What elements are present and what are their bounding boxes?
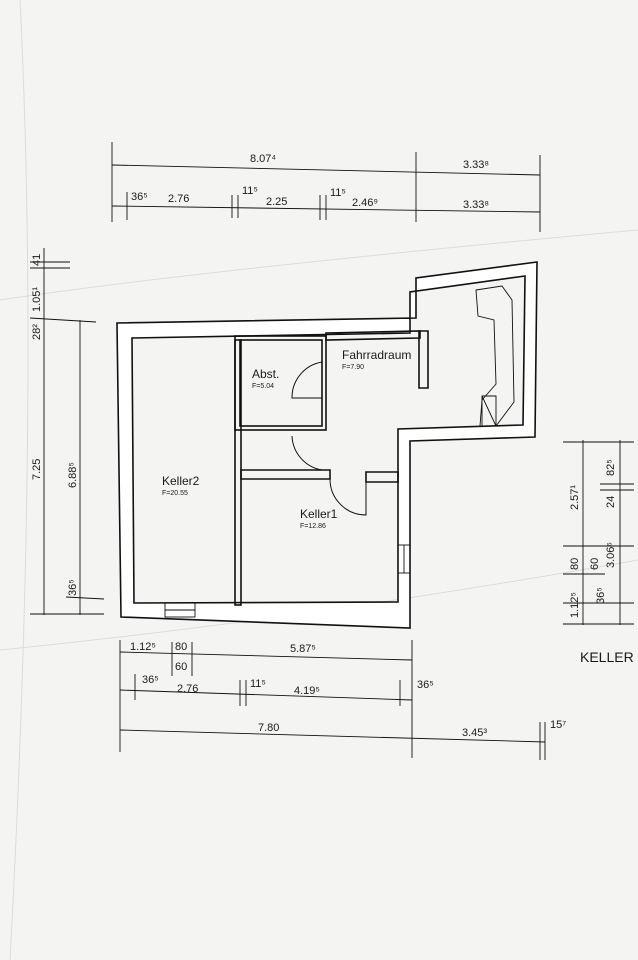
dim-bottom-3-3: 15⁷	[550, 719, 566, 731]
dim-right-3: 82⁵	[605, 459, 617, 476]
building-walls	[116, 261, 538, 629]
dim-bottom-1-1: 1.12⁵	[130, 641, 156, 653]
door-keller1	[329, 478, 367, 516]
dim-bottom-1-4: 5.87⁵	[290, 643, 316, 655]
dims-top	[111, 142, 541, 232]
room-label-abst: Abst.	[252, 367, 279, 381]
doors	[291, 361, 367, 516]
dim-right-6: 60	[589, 558, 601, 570]
dim-top-2-7: 3.33⁸	[463, 199, 489, 211]
dim-left-5: 6.88⁵	[67, 462, 79, 488]
dim-top-2-6: 2.46⁹	[352, 197, 378, 209]
outer-wall	[116, 261, 538, 629]
dim-bottom-2-3: 11⁵	[250, 678, 266, 690]
door-abst	[291, 361, 323, 399]
room-area-keller2: F=20.55	[162, 490, 188, 497]
room-area-abst: F=5.04	[252, 383, 274, 390]
stair-fixture	[475, 285, 515, 427]
stair-fixture-detail	[481, 395, 497, 427]
dims-right-labels: 2.57¹ 1.12⁵ 82⁵ 24 80 60 3.06⁶ 36⁵	[569, 459, 617, 618]
dim-right-7: 3.06⁶	[605, 542, 617, 568]
dim-top-2-5: 11⁵	[330, 187, 346, 199]
room-area-fahrradraum: F=7.90	[342, 364, 364, 371]
dims-bottom	[119, 640, 546, 760]
room-label-keller1: Keller1	[300, 507, 338, 521]
room-area-keller1: F=12.86	[300, 523, 326, 530]
dim-top-2-3: 11⁵	[242, 185, 258, 197]
dim-left-1: 28²	[31, 324, 43, 340]
door-keller2	[291, 435, 323, 471]
dims-bottom-labels: 1.12⁵ 80 60 5.87⁵ 36⁵ 2.76 11⁵ 4.19⁵ 36⁵…	[130, 641, 566, 739]
room-label-fahrradraum: Fahrradraum	[342, 348, 411, 362]
dim-left-6: 36⁵	[67, 579, 79, 596]
wall-fahrradraum-top	[325, 330, 421, 341]
dims-top-labels: 8.07⁴ 3.33⁸ 36⁵ 2.76 11⁵ 2.25 11⁵ 2.46⁹ …	[131, 153, 489, 211]
dim-bottom-1-2: 80	[175, 641, 187, 653]
dims-left	[29, 248, 105, 615]
floor-label: KELLER	[580, 649, 634, 665]
dim-left-4: 7.25	[31, 459, 43, 480]
room-labels: Abst. F=5.04 Fahrradraum F=7.90 Keller2 …	[162, 348, 411, 530]
dim-top-2-2: 2.76	[168, 193, 189, 205]
dim-bottom-2-2: 2.76	[177, 683, 198, 695]
dim-right-4: 24	[605, 496, 617, 508]
dim-left-3: 41	[31, 254, 43, 266]
dim-top-2-4: 2.25	[266, 196, 287, 208]
dim-bottom-2-1: 36⁵	[142, 674, 159, 686]
dim-top-total: 8.07⁴	[250, 153, 276, 165]
dim-top-2-1: 36⁵	[131, 191, 148, 203]
wall-keller1-top-right	[365, 471, 399, 483]
dim-bottom-1-3: 60	[175, 661, 187, 673]
wall-fahrradraum-side	[418, 330, 429, 389]
dims-right	[563, 440, 634, 625]
dim-bottom-3-2: 3.45³	[462, 727, 487, 739]
dim-bottom-2-4: 4.19⁵	[294, 685, 320, 697]
dim-bottom-3-1: 7.80	[258, 722, 279, 734]
dim-left-2: 1.05¹	[31, 287, 43, 312]
dim-right-1: 2.57¹	[569, 485, 581, 510]
dim-right-8: 36⁵	[595, 587, 607, 604]
dim-bottom-2-5: 36⁵	[417, 679, 434, 691]
wall-abst-inner	[239, 339, 323, 427]
dim-right-5: 80	[569, 558, 581, 570]
dim-top-right: 3.33⁸	[463, 159, 489, 171]
dims-left-labels: 28² 1.05¹ 41 7.25 6.88⁵ 36⁵	[31, 254, 79, 596]
room-label-keller2: Keller2	[162, 474, 200, 488]
dim-right-2: 1.12⁵	[569, 592, 581, 618]
